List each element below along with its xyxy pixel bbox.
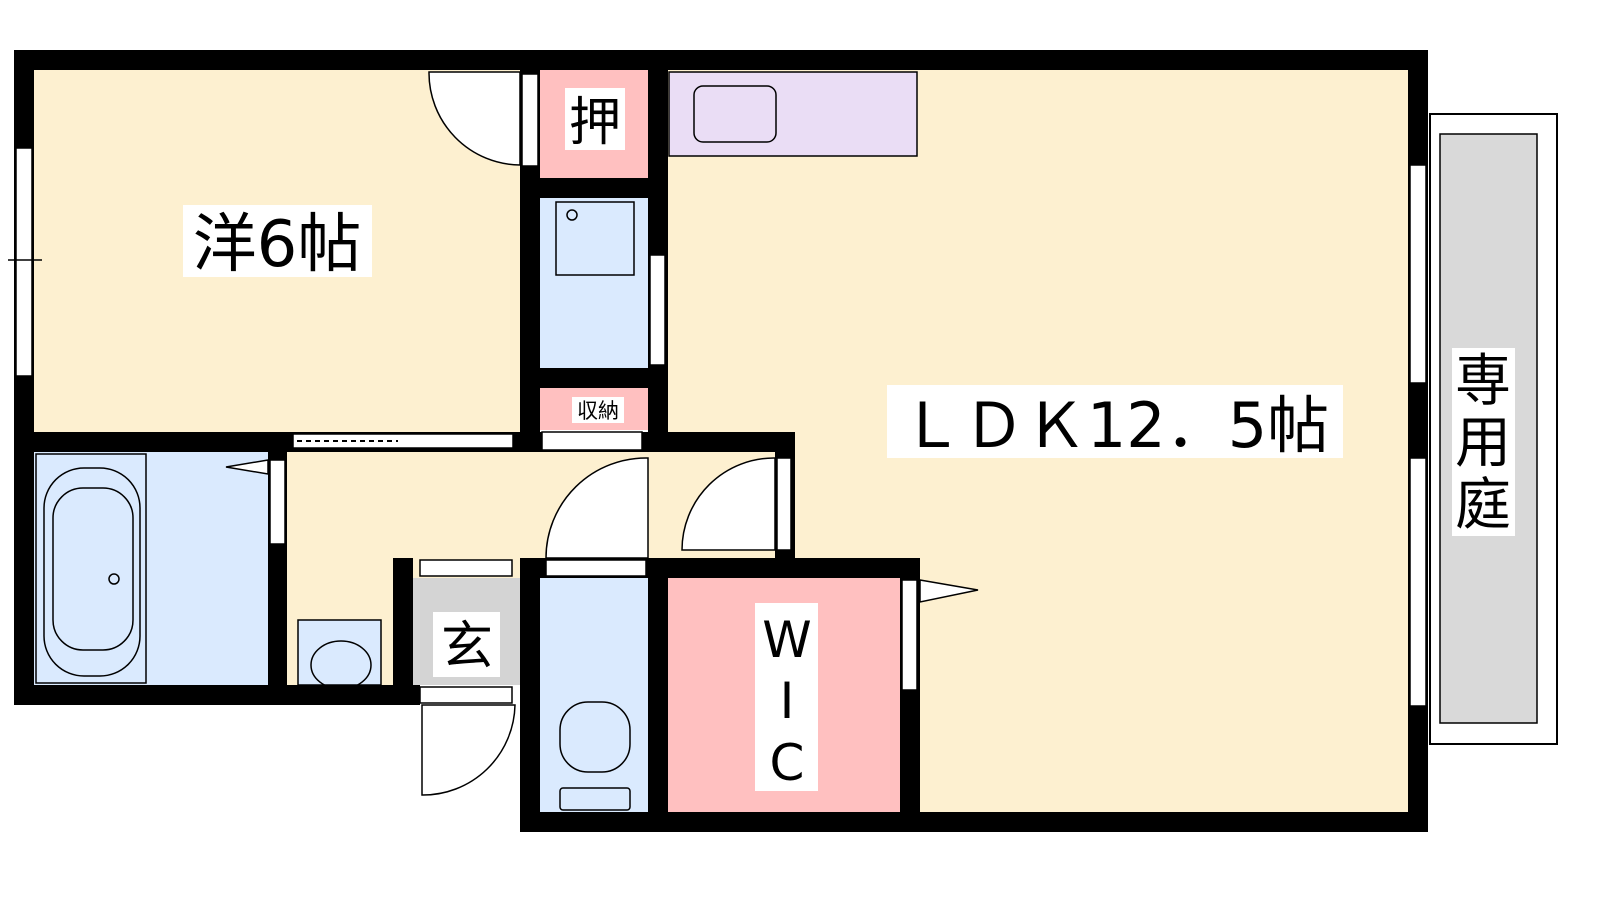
kitchen-sink [693,85,777,143]
bathtub-inner [52,487,134,651]
toilet-tank [559,787,631,811]
laundry-space [540,198,648,368]
entrance-step [419,559,513,577]
garden-label-2: 用 [1455,411,1511,476]
east-window-1 [1409,164,1427,384]
wic-label-c: C [770,734,805,792]
west-window [15,147,33,377]
kitchen-counter [668,71,918,157]
sliding-door-western [292,433,514,449]
oshiire-label: 押 [569,93,621,153]
laundry-opening [649,254,666,366]
wic-label-w: W [762,611,811,669]
western-label-bg [183,205,372,277]
garden-label-1: 専 [1455,349,1511,414]
oshiire-label-bg [565,88,625,150]
wic-label-i: I [780,672,795,730]
entrance-label: 玄 [441,617,493,677]
closet-door [541,431,643,451]
east-window-2 [1409,457,1427,707]
front-door-frame [419,686,513,704]
garden-label-bg [1452,348,1515,536]
storage-label-bg [572,397,624,423]
washer-pan [555,201,635,276]
entrance-label-bg [433,612,500,677]
bathtub-outer [43,467,141,677]
toilet-bowl [559,701,631,773]
bath-door [269,459,286,545]
toilet-door[interactable] [545,457,649,559]
ldk-label: ＬＤＫ12．5帖 [901,389,1329,462]
ldk-door-frame [776,457,792,551]
washer-drain [566,209,578,221]
wic-label-bg [755,603,818,791]
toilet-opening [545,559,647,577]
ldk-door[interactable] [681,457,776,551]
wic-opening [901,579,918,691]
western-room-label: 洋6帖 [193,208,362,282]
western-room-door[interactable] [428,71,521,166]
storage-label: 収納 [577,399,619,423]
bathroom-floor [34,452,268,685]
ldk-label-bg [887,385,1343,458]
toilet-room-floor [540,578,648,812]
bathtub-outline [35,453,147,684]
oshiire-door [521,73,539,167]
front-door[interactable] [421,704,516,796]
garden-label-3: 庭 [1455,473,1511,538]
bathtub-drain [108,573,120,585]
openings [15,73,1427,707]
doors [225,71,979,796]
